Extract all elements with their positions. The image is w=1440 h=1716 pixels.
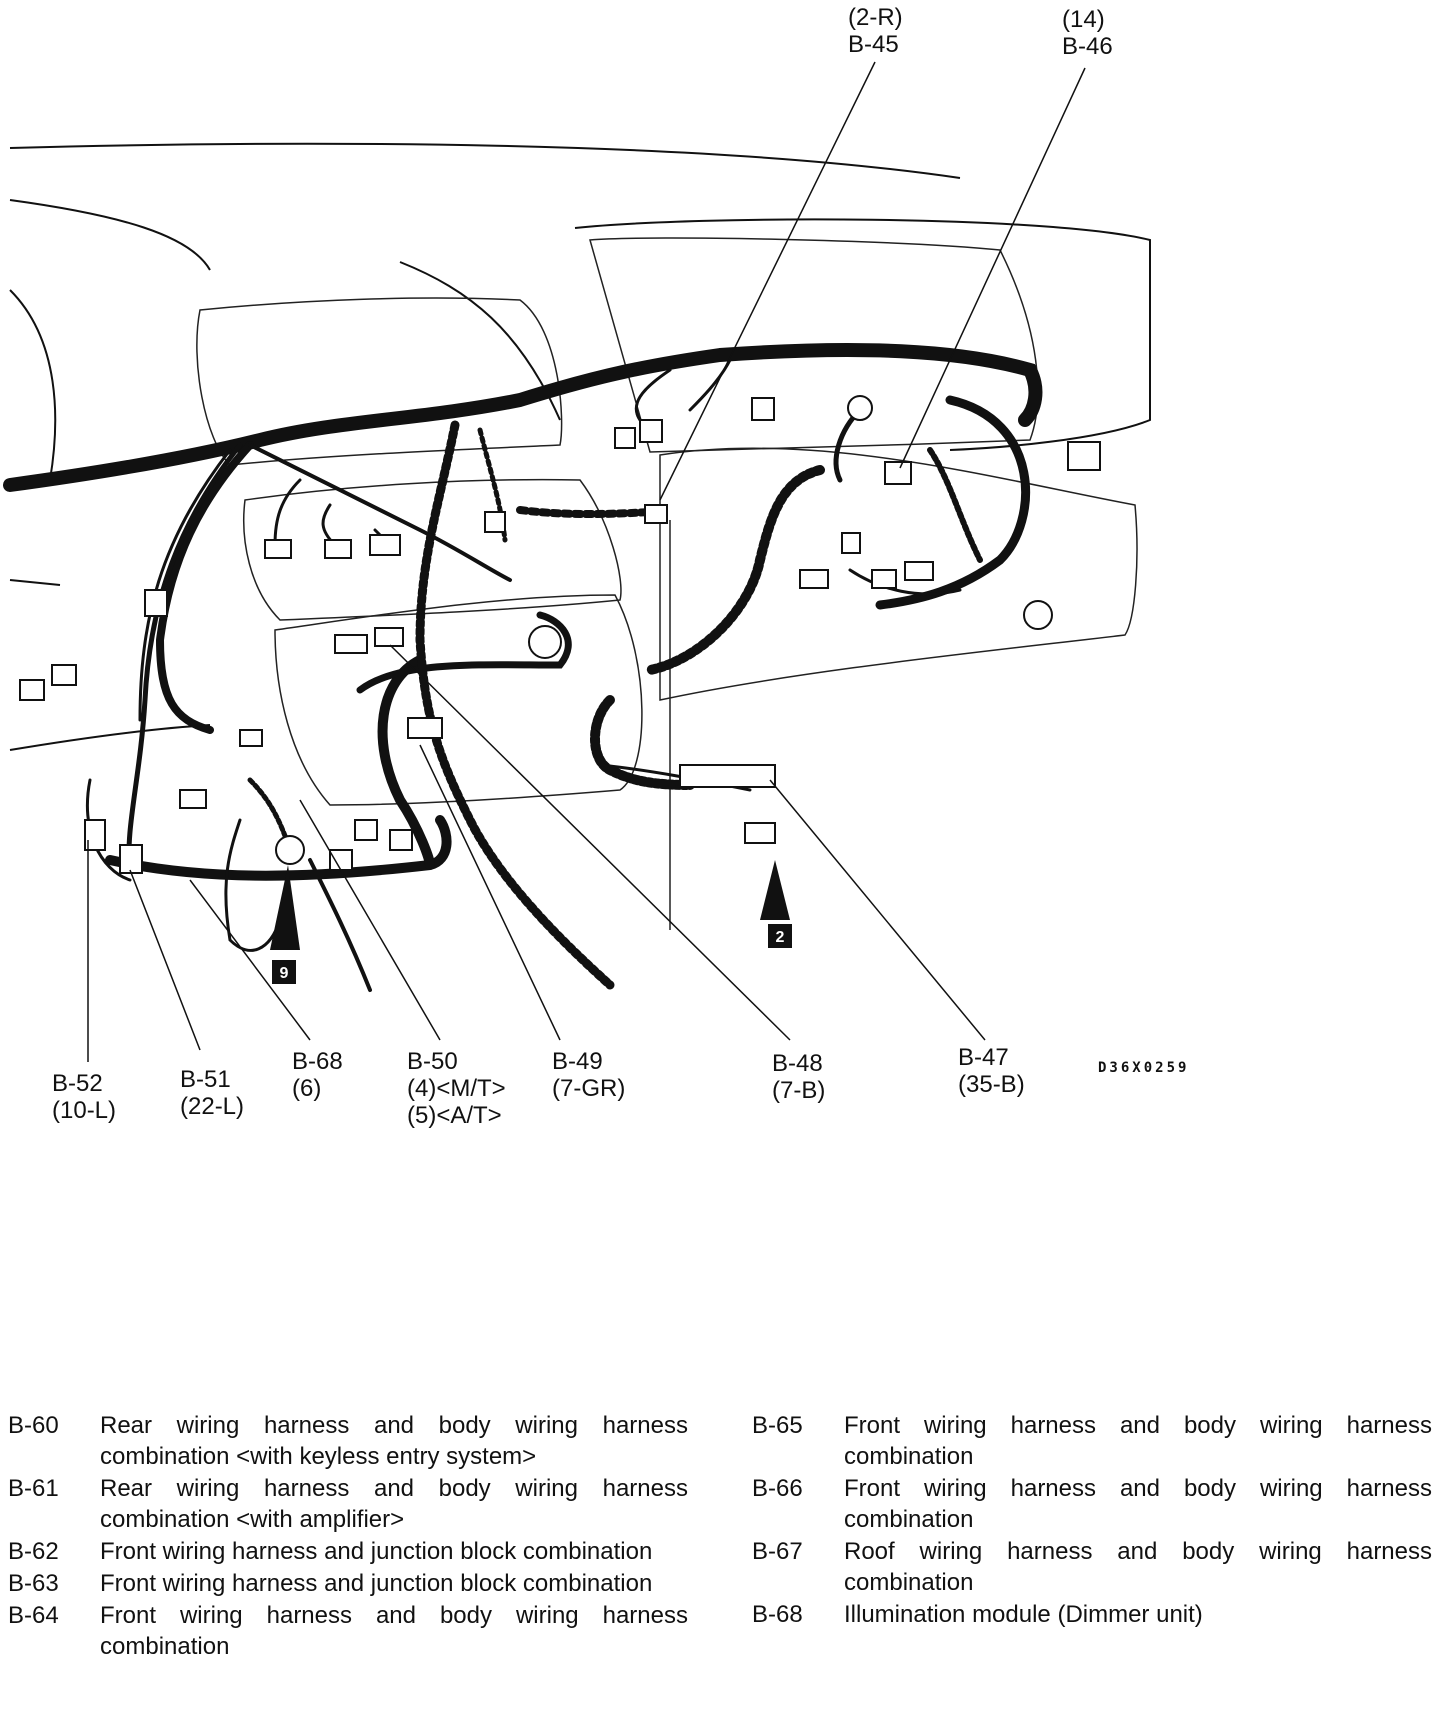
legend-desc: Front wiring harness and junction block …: [100, 1538, 653, 1565]
legend-id: B-65: [752, 1412, 803, 1439]
marker-9-label: 9: [280, 965, 289, 982]
dash-panels: [196, 237, 1138, 930]
callout-b51: B-51 (22-L): [180, 1066, 244, 1120]
callout-b46: (14) B-46: [1062, 6, 1113, 60]
callout-b48-id: B-48: [772, 1050, 823, 1077]
legend-id: B-62: [8, 1538, 59, 1565]
legend-desc: Illumination module (Dimmer unit): [844, 1601, 1203, 1628]
legend-id: B-66: [752, 1475, 803, 1502]
legend-left: B-60 Rear wiring harness and body wiring…: [8, 1410, 688, 1663]
marker-9: 9: [270, 865, 300, 984]
callout-b50: B-50 (4)<M/T> (5)<A/T>: [407, 1048, 506, 1129]
legend-desc: Roof wiring harness and body wiring harn…: [844, 1538, 1432, 1596]
callout-b68: B-68 (6): [292, 1048, 343, 1102]
callout-b45-id: B-45: [848, 31, 899, 58]
callout-b47-spec: (35-B): [958, 1071, 1025, 1098]
legend-desc: Front wiring harness and junction block …: [100, 1570, 653, 1597]
legend-id: B-68: [752, 1601, 803, 1628]
figure-code: D36X0259: [1098, 1060, 1190, 1076]
legend-id: B-61: [8, 1475, 59, 1502]
legend-row: B-65 Front wiring harness and body wirin…: [752, 1410, 1432, 1472]
marker-2-label: 2: [776, 929, 785, 946]
callout-b52-spec: (10-L): [52, 1097, 117, 1124]
callout-b50-spec2: (5)<A/T>: [407, 1102, 502, 1129]
legend-desc: Front wiring harness and body wiring har…: [844, 1412, 1432, 1470]
callout-b52: B-52 (10-L): [52, 1070, 116, 1124]
legend-row: B-62 Front wiring harness and junction b…: [8, 1536, 688, 1567]
legend-row: B-66 Front wiring harness and body wirin…: [752, 1473, 1432, 1535]
legend-id: B-60: [8, 1412, 59, 1439]
callout-b49-spec: (7-GR): [552, 1075, 626, 1102]
legend-desc: Rear wiring harness and body wiring harn…: [100, 1412, 688, 1470]
callout-b47-id: B-47: [958, 1044, 1009, 1071]
legend-desc: Front wiring harness and body wiring har…: [100, 1602, 688, 1660]
legend-right: B-65 Front wiring harness and body wirin…: [752, 1410, 1432, 1631]
legend-row: B-63 Front wiring harness and junction b…: [8, 1568, 688, 1599]
marker-2: 2: [760, 860, 792, 948]
callout-b49-id: B-49: [552, 1048, 603, 1075]
harness-diagram: 2 9: [3, 61, 1151, 1062]
legend-desc: Rear wiring harness and body wiring harn…: [100, 1475, 688, 1533]
leader-lines: [87, 61, 1086, 1062]
callout-b48-spec: (7-B): [772, 1077, 826, 1104]
callout-b50-spec: (4)<M/T>: [407, 1075, 506, 1102]
callout-b51-id: B-51: [180, 1066, 231, 1093]
callout-b46-id: B-46: [1062, 33, 1113, 60]
callout-b49: B-49 (7-GR): [552, 1048, 625, 1102]
connectors: [19, 395, 1101, 874]
callout-b52-id: B-52: [52, 1070, 103, 1097]
callout-b45-spec: (2-R): [848, 4, 903, 31]
callout-b68-spec: (6): [292, 1075, 322, 1102]
callout-b45: (2-R) B-45: [848, 4, 903, 58]
legend-id: B-64: [8, 1602, 59, 1629]
callout-b68-id: B-68: [292, 1048, 343, 1075]
legend-row: B-67 Roof wiring harness and body wiring…: [752, 1536, 1432, 1598]
legend-row: B-64 Front wiring harness and body wirin…: [8, 1600, 688, 1662]
callout-b51-spec: (22-L): [180, 1093, 245, 1120]
legend-row: B-60 Rear wiring harness and body wiring…: [8, 1410, 688, 1472]
callout-b47: B-47 (35-B): [958, 1044, 1025, 1098]
legend-row: B-68 Illumination module (Dimmer unit): [752, 1599, 1432, 1630]
callout-b46-spec: (14): [1062, 6, 1105, 33]
legend-id: B-63: [8, 1570, 59, 1597]
callout-b50-id: B-50: [407, 1048, 458, 1075]
legend-row: B-61 Rear wiring harness and body wiring…: [8, 1473, 688, 1535]
legend-desc: Front wiring harness and body wiring har…: [844, 1475, 1432, 1533]
dashboard-outline: [9, 142, 1151, 751]
callout-b48: B-48 (7-B): [772, 1050, 825, 1104]
legend-id: B-67: [752, 1538, 803, 1565]
